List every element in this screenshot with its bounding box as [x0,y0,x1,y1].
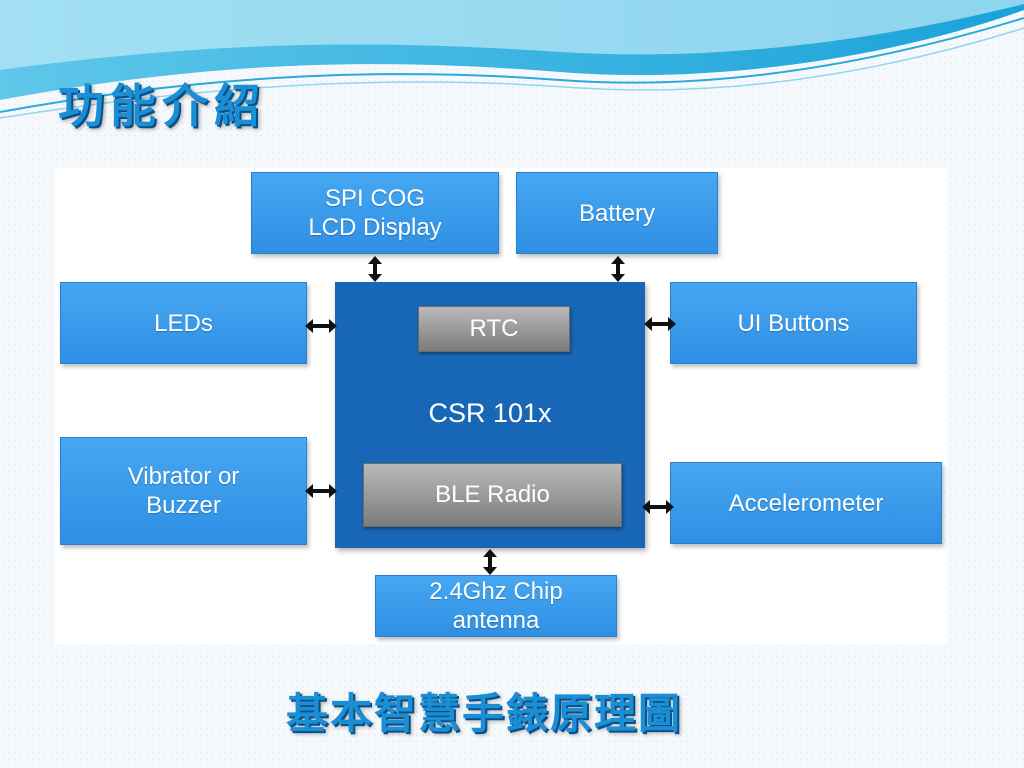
arrow-display-core [368,256,382,282]
arrow-leds-core [305,319,337,333]
core-label: CSR 101x [428,398,552,428]
diagram-caption: 基本智慧手錶原理圖 [285,689,682,738]
arrow-core-accelerometer [642,500,674,514]
vibrator-buzzer-block: Vibrator or Buzzer [60,437,307,545]
arrow-core-ui-buttons [644,317,676,331]
ble-radio-chip: BLE Radio [363,463,622,527]
accelerometer-block: Accelerometer [670,462,942,544]
rtc-chip: RTC [418,306,570,352]
arrow-core-antenna [483,549,497,575]
arrow-vibrator-core [305,484,337,498]
leds-block: LEDs [60,282,307,364]
antenna-block: 2.4Ghz Chip antenna [375,575,617,637]
battery-block: Battery [516,172,718,254]
ui-buttons-block: UI Buttons [670,282,917,364]
slide-title: 功能介紹 [58,79,266,133]
arrow-battery-core [611,256,625,282]
spi-lcd-display-block: SPI COG LCD Display [251,172,499,254]
header-wave-decoration [0,0,1024,119]
